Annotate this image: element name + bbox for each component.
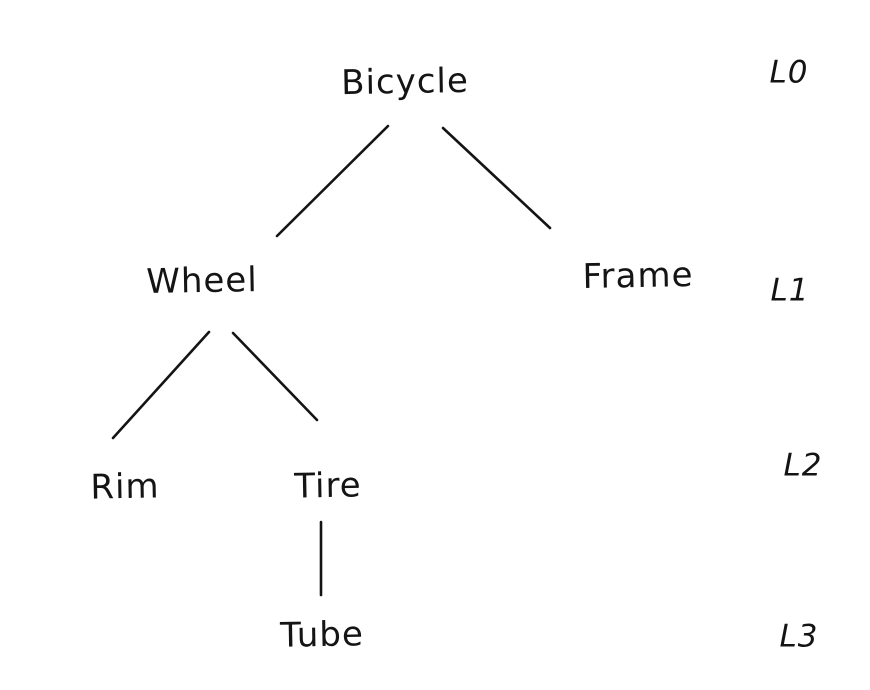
level-label-l0: L0 [769, 54, 809, 91]
edge-wheel-rim [111, 330, 211, 440]
node-rim: Rim [90, 466, 160, 508]
node-bicycle: Bicycle [340, 60, 470, 104]
node-frame: Frame [582, 255, 694, 297]
node-tube: Tube [279, 614, 365, 656]
level-label-l3: L3 [779, 618, 819, 655]
level-label-l2: L2 [783, 447, 823, 484]
edge-wheel-tire [231, 331, 319, 422]
edge-bicycle-frame [441, 126, 552, 230]
node-tire: Tire [293, 465, 363, 507]
level-label-l1: L1 [770, 272, 810, 309]
edge-bicycle-wheel [275, 124, 390, 238]
node-wheel: Wheel [145, 260, 259, 302]
